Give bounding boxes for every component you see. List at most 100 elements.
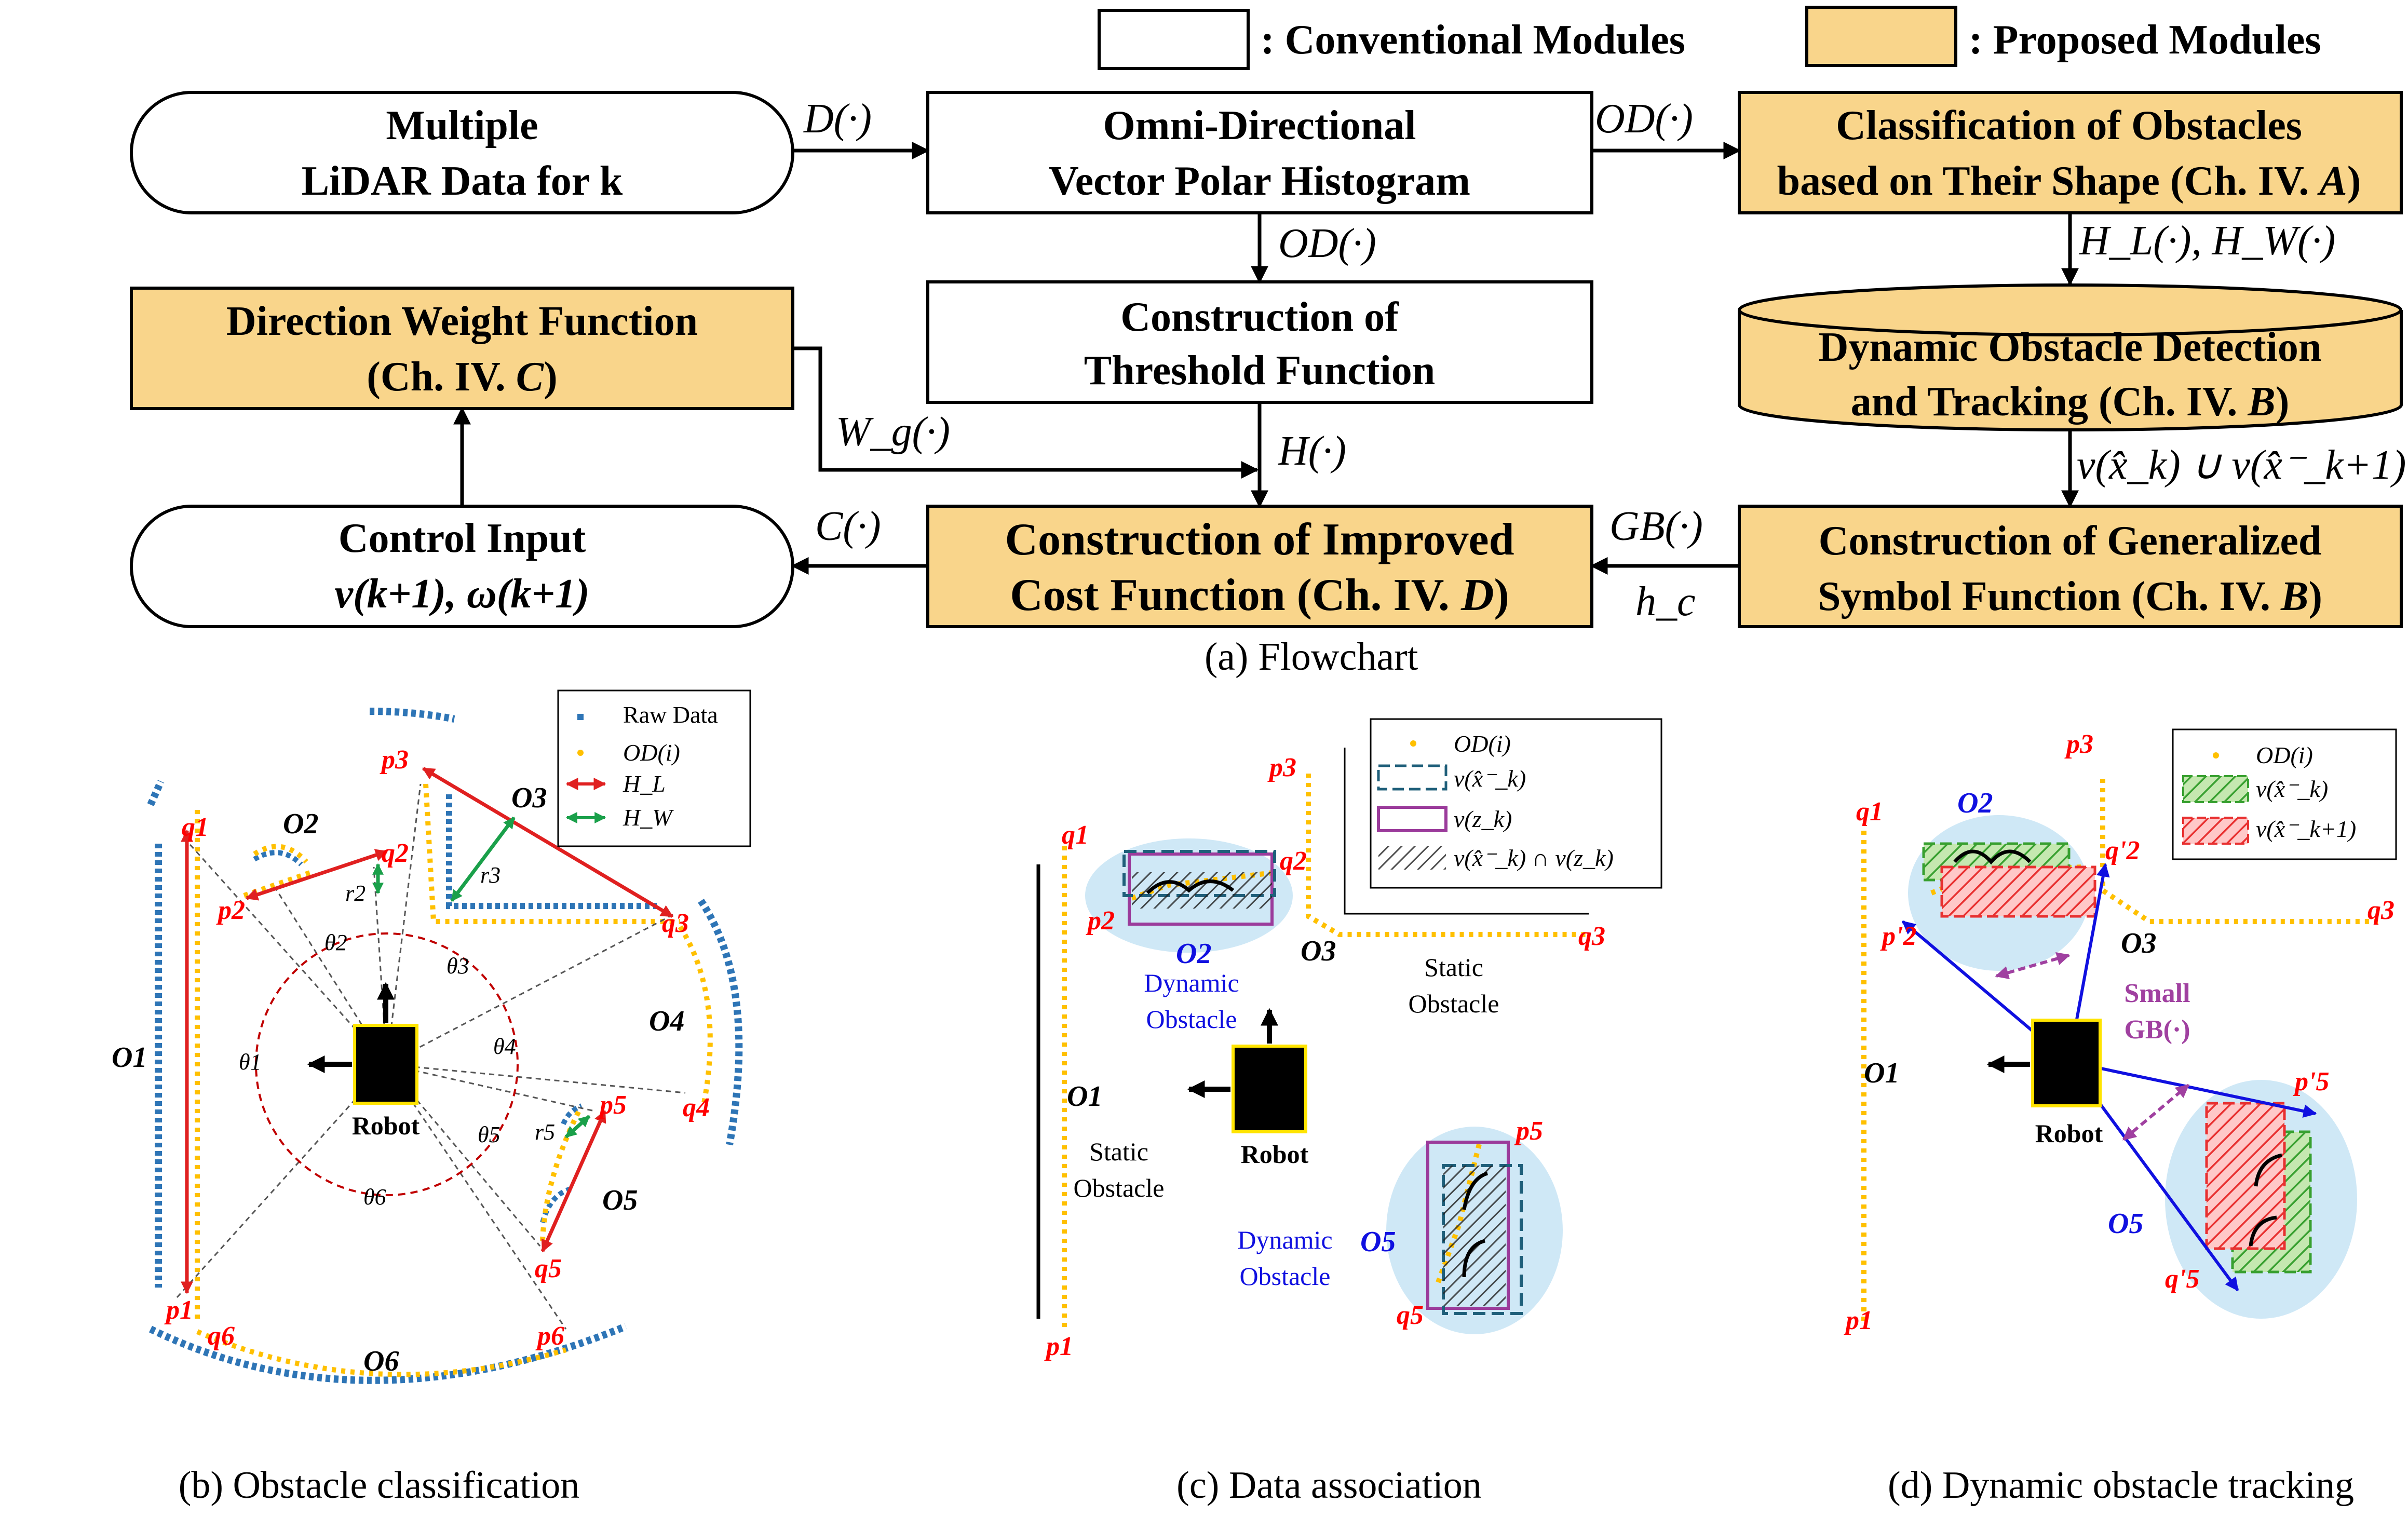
measurement-box-o5 [1426, 1141, 1510, 1310]
label-d-o5: O5 [2108, 1208, 2143, 1240]
hl-arrow-o3 [422, 766, 674, 918]
label-wg: W_g(·) [836, 409, 950, 455]
label-theta5: θ5 [478, 1122, 500, 1147]
label-p5: p5 [598, 1090, 627, 1120]
static-c2-2: Obstacle [1074, 1173, 1165, 1202]
label-c-q2: q2 [1280, 846, 1307, 876]
legend-c-prior: v(x̂⁻_k) [1454, 765, 1526, 792]
caption-d: (d) Dynamic obstacle tracking [1888, 1464, 2354, 1507]
edge-labels: D(·) OD(·) OD(·) H_L(·), H_W(·) W_g(·) H… [803, 96, 2406, 625]
predicted-box-o2-d [1940, 865, 2096, 918]
label-d-q1: q1 [1856, 797, 1883, 827]
static-c2-1: Static [1089, 1137, 1148, 1166]
caption-b: (b) Obstacle classification [179, 1464, 580, 1507]
label-hc: h_c [1635, 579, 1696, 625]
symbol-line-2: Symbol Function (Ch. IV. B) [1818, 574, 2322, 619]
label-q2: q2 [382, 838, 409, 868]
obstacle-labels-d: O1 O2 O3 O5 [1864, 787, 2156, 1240]
direction-line-2: (Ch. IV. C) [367, 354, 558, 400]
obstacle-shape-o5-d [2249, 1153, 2282, 1247]
label-theta1: θ1 [239, 1049, 262, 1075]
label-d-o3: O3 [2121, 927, 2156, 959]
angle-labels-b: θ1 θ2 θ3 θ4 θ5 θ6 r2 r3 r5 [239, 862, 555, 1210]
legend-b: Raw Data OD(i) H_L H_W [557, 689, 751, 847]
ovph-line-1: Omni-Directional [1103, 103, 1416, 148]
label-d: D(·) [803, 96, 872, 142]
label-union: v(x̂_k) ∪ v(x̂⁻_k+1) [2077, 442, 2406, 488]
label-c-q1: q1 [1062, 820, 1089, 850]
gb-arrows [1995, 952, 2189, 1141]
legend-d-prior: v(x̂⁻_k) [2256, 776, 2328, 802]
label-p2: p2 [216, 896, 245, 925]
threshold-node [926, 280, 1593, 404]
direction-line-1: Direction Weight Function [226, 299, 698, 344]
label-p3: p3 [380, 745, 409, 775]
classification-line-2: based on Their Shape (Ch. IV. A) [1777, 158, 2361, 204]
obstacle-shape-o2-d [1953, 849, 2032, 865]
label-d-q3: q3 [2368, 896, 2395, 925]
label-h: H(·) [1278, 428, 1346, 474]
legend-d: OD(i) v(x̂⁻_k) v(x̂⁻_k+1) [2172, 728, 2397, 860]
label-od-down: OD(·) [1278, 221, 1376, 266]
label-theta2: θ2 [324, 930, 347, 955]
legend-c-meas: v(z_k) [1454, 806, 1512, 832]
static-c-1: Static [1424, 953, 1483, 982]
label-o1: O1 [112, 1041, 147, 1074]
legend-c: OD(i) v(x̂⁻_k) v(z_k) v(x̂⁻_k) ∩ v(z_k) [1344, 718, 1662, 915]
label-c-p3: p3 [1267, 753, 1296, 782]
ovph-line-2: Vector Polar Histogram [1049, 158, 1470, 204]
robot-b-label: Robot [352, 1111, 420, 1140]
intersection-o5 [1443, 1166, 1506, 1306]
label-d-o2: O2 [1957, 787, 1993, 819]
control-line-2: v(k+1), ω(k+1) [334, 571, 589, 617]
caption-c: (c) Data association [1176, 1464, 1482, 1507]
threshold-line-1: Construction of [1120, 294, 1399, 340]
panel-c: Robot p1 q1 p2 q2 p3 q3 p5 q5 O1 O2 O3 O… [1036, 718, 1662, 1507]
label-o6: O6 [363, 1345, 399, 1377]
label-q5: q5 [535, 1254, 562, 1283]
small-gb-1: Small [2124, 979, 2190, 1008]
label-o3: O3 [511, 782, 547, 814]
symbol-line-1: Construction of Generalized [1819, 518, 2322, 564]
legend-b-od: OD(i) [623, 739, 680, 766]
lidar-line-1: Multiple [386, 103, 538, 148]
legend-d-od: OD(i) [2256, 742, 2313, 768]
panel-d: Robot q1 p1 p3 q3 p'2 q'2 p'5 q'5 O1 O2 … [1844, 728, 2397, 1507]
point-labels-d: q1 p1 p3 q3 p'2 q'2 p'5 q'5 [1844, 729, 2395, 1335]
caption-a: (a) Flowchart [1205, 635, 1418, 679]
intersection-o2 [1132, 872, 1272, 909]
classification-line-1: Classification of Obstacles [1836, 103, 2302, 148]
label-d-p3: p3 [2064, 729, 2093, 759]
hl-arrow-o5 [540, 1109, 607, 1253]
label-q6: q6 [208, 1321, 235, 1351]
flowchart: Multiple LiDAR Data for k Omni-Direction… [130, 91, 2403, 628]
predicted-box-o5-d [2205, 1102, 2286, 1250]
control-line-1: Control Input [339, 516, 586, 561]
label-theta6: θ6 [363, 1184, 386, 1210]
label-od-right: OD(·) [1595, 96, 1693, 142]
hw-arrow-o5 [564, 1115, 591, 1139]
robot-b [353, 1024, 418, 1105]
label-q1: q1 [182, 813, 209, 842]
label-q3: q3 [662, 909, 689, 938]
edge-direction-cost [793, 346, 1259, 479]
lidar-data-node [130, 91, 794, 214]
flowchart-edges [453, 142, 2079, 575]
detection-line-1: Dynamic Obstacle Detection [1819, 324, 2322, 370]
detection-node [1738, 283, 2403, 432]
label-q4: q4 [683, 1093, 710, 1122]
legend-b-hw: H_W [623, 804, 674, 831]
label-p6: p6 [535, 1321, 564, 1351]
cost-function-node [926, 505, 1593, 628]
obstacle-labels-b: O1 O2 O3 O4 O5 O6 [112, 782, 684, 1377]
robot-c [1232, 1045, 1307, 1133]
ovph-node [926, 91, 1593, 214]
label-d-p5: p'5 [2293, 1067, 2329, 1096]
label-c-q3: q3 [1578, 922, 1605, 951]
obstacle-shape-o2-c [1146, 879, 1235, 895]
conventional-swatch [1098, 9, 1250, 70]
obstacle-labels-c: O1 O2 O3 O5 [1067, 935, 1396, 1258]
dynamic-c-2: Obstacle [1146, 1005, 1237, 1034]
point-labels-c: p1 q1 p2 q2 p3 q3 p5 q5 [1044, 753, 1605, 1361]
conventional-legend-label: : Conventional Modules [1261, 17, 1685, 63]
